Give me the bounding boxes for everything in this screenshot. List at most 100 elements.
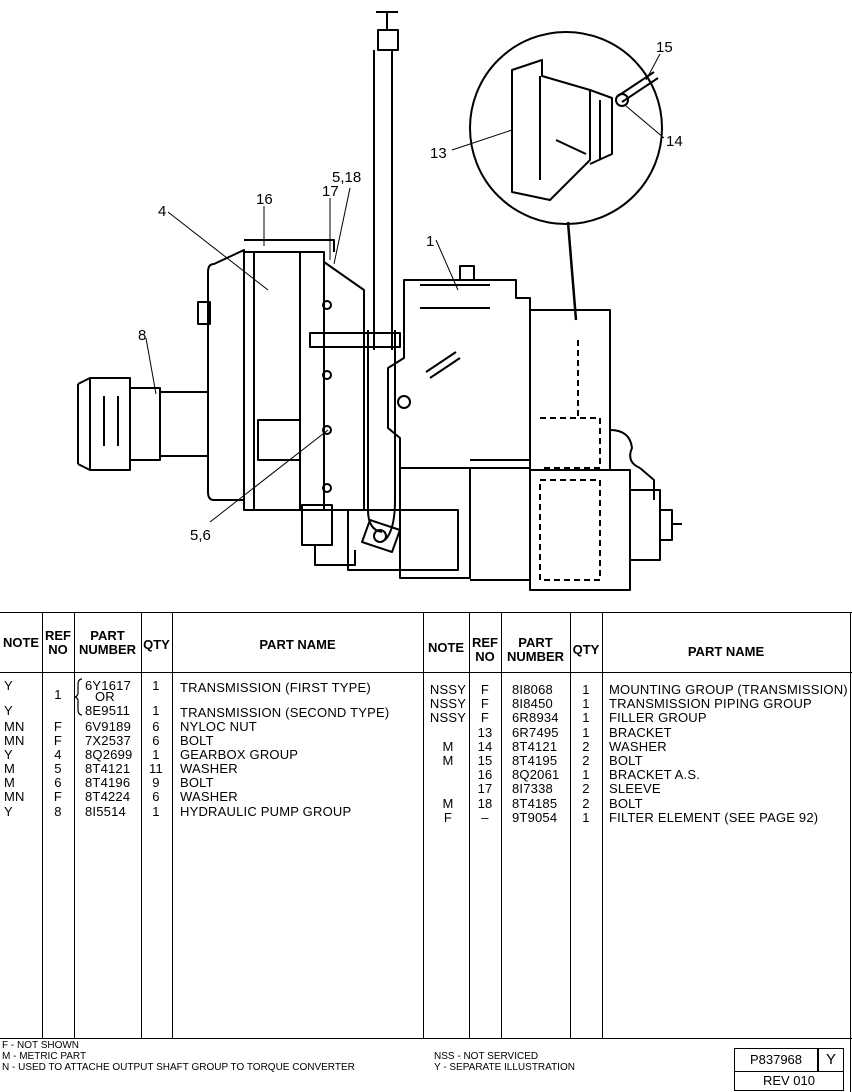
cell-name: BOLT: [609, 795, 643, 811]
callout-14: 14: [666, 133, 683, 150]
cell-ref: 18: [477, 795, 493, 811]
transmission-illustration: 15 14 13 1 4 16 17 5,18 8 5,6: [77, 11, 683, 591]
header-ref-line1: REF: [472, 635, 498, 650]
callout-17: 17: [322, 183, 339, 200]
cell-part: 8T4195: [512, 753, 558, 768]
cell-part: 8T4224: [85, 789, 131, 804]
revision-box: REV 010: [734, 1071, 844, 1091]
cell-qty: 1: [582, 696, 590, 712]
cell-name: WASHER: [609, 738, 667, 754]
cell-ref: F: [480, 696, 490, 712]
callout-1: 1: [426, 233, 434, 250]
cell-ref: 15: [477, 753, 493, 768]
cell-ref: 1: [54, 687, 62, 702]
page-number-box: P837968: [734, 1048, 818, 1072]
callout-5-6: 5,6: [190, 527, 211, 544]
cell-note: MN: [4, 733, 25, 748]
cell-note: Y: [4, 747, 13, 762]
cell-name: HYDRAULIC PUMP GROUP: [180, 804, 352, 819]
cell-part: 6R8934: [512, 710, 559, 726]
footnote-nss: NSS - NOT SERVICED: [434, 1051, 539, 1062]
col-divider: [74, 612, 75, 1038]
cell-note: M: [4, 761, 16, 776]
cell-ref: 16: [477, 767, 493, 783]
col-divider: [423, 612, 424, 1038]
col-divider: [602, 612, 603, 1038]
header-part-line2: NUMBER: [78, 642, 137, 657]
header-part-line2: NUMBER: [506, 649, 565, 664]
cell-part: 8T4196: [85, 775, 131, 790]
cell-ref: F: [53, 789, 63, 804]
cell-part: 7X2537: [85, 733, 132, 748]
cell-qty: 6: [152, 719, 160, 734]
cell-part: 8T4121: [85, 761, 131, 776]
cell-note: M: [442, 753, 454, 768]
cell-ref: 4: [54, 747, 62, 762]
col-divider: [42, 612, 43, 1038]
footnote-f: F - NOT SHOWN: [2, 1040, 80, 1051]
header-note: NOTE: [2, 635, 40, 650]
cell-qty: 1: [582, 724, 590, 740]
cell-qty: 1: [152, 703, 160, 718]
header-ref-line2: NO: [48, 642, 68, 657]
cell-part: 8E9511: [85, 703, 131, 718]
cell-qty: 11: [149, 761, 163, 776]
table-bottom-border: [0, 1038, 852, 1039]
table-top-border: [0, 612, 852, 613]
header-part-line1: PART: [90, 628, 125, 643]
header-part-name: PART NAME: [687, 644, 765, 659]
cell-part: 8T4185: [512, 795, 558, 811]
callout-16: 16: [256, 191, 273, 208]
col-divider: [141, 612, 142, 1038]
cell-note: NSSY: [429, 682, 467, 697]
cell-name: BRACKET A.S.: [609, 767, 701, 783]
footnote-n: N - USED TO ATTACHE OUTPUT SHAFT GROUP T…: [2, 1062, 355, 1073]
cell-qty: 2: [582, 753, 590, 768]
cell-ref: 13: [477, 724, 493, 740]
header-qty: QTY: [143, 637, 170, 652]
page-letter-box: Y: [818, 1048, 844, 1072]
col-divider: [570, 612, 571, 1038]
cell-note: MN: [4, 719, 25, 734]
cell-qty: 1: [152, 678, 160, 693]
header-ref-line1: REF: [45, 628, 71, 643]
cell-note: M: [442, 738, 454, 754]
cell-ref: F: [53, 733, 63, 748]
cell-ref: F: [53, 719, 63, 734]
cell-part: 8Q2061: [512, 767, 560, 783]
col-divider: [172, 612, 173, 1038]
cell-qty: 1: [152, 747, 160, 762]
header-part-name: PART NAME: [259, 637, 336, 652]
cell-name: BOLT: [180, 733, 214, 748]
cell-note: Y: [4, 678, 13, 693]
cell-part: OR: [95, 689, 115, 704]
cell-name: MOUNTING GROUP (TRANSMISSION): [609, 682, 848, 697]
cell-note: NSSY: [429, 696, 467, 712]
cell-part: 6Y1617: [85, 678, 132, 693]
cell-name: BRACKET: [609, 724, 672, 740]
cell-qty: 1: [152, 804, 160, 819]
col-divider: [850, 612, 851, 1092]
cell-part: 9T9054: [512, 809, 558, 825]
cell-qty: 1: [582, 682, 590, 697]
col-divider: [501, 612, 502, 1038]
col-divider: [469, 612, 470, 1038]
cell-part: 8Q2699: [85, 747, 133, 762]
cell-ref: 8: [54, 804, 62, 819]
cell-name: SLEEVE: [609, 781, 661, 797]
cell-part: 6R7495: [512, 724, 559, 740]
cell-note: M: [4, 775, 16, 790]
header-qty: QTY: [572, 642, 600, 657]
header-ref-line2: NO: [475, 649, 495, 664]
cell-qty: 2: [582, 738, 590, 754]
callout-4: 4: [158, 203, 166, 220]
cell-name: GEARBOX GROUP: [180, 747, 299, 762]
cell-name: TRANSMISSION PIPING GROUP: [609, 696, 812, 712]
cell-qty: 6: [152, 733, 160, 748]
cell-qty: 9: [152, 775, 160, 790]
cell-name: BOLT: [609, 753, 643, 768]
